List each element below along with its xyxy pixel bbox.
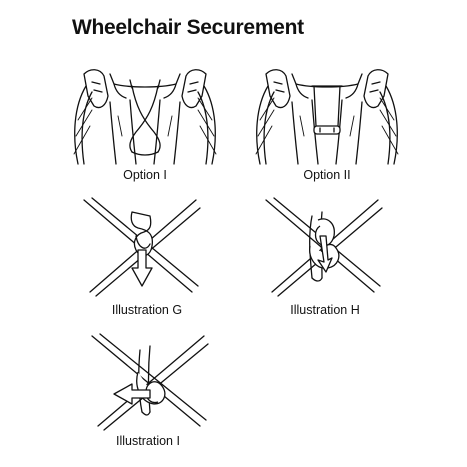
option-2-drawing	[252, 66, 402, 166]
option-1-caption: Option I	[123, 168, 167, 182]
illustration-i-caption: Illustration I	[116, 434, 180, 448]
option-1-drawing	[70, 66, 220, 166]
page-title: Wheelchair Securement	[72, 16, 304, 39]
illustration-g-caption: Illustration G	[111, 303, 183, 317]
illustration-i-drawing	[88, 332, 209, 431]
illustration-h-drawing	[262, 196, 383, 297]
option-2-caption: Option II	[303, 168, 351, 182]
illustration-h-caption: Illustration H	[290, 303, 360, 317]
illustration-g-drawing	[80, 196, 201, 297]
